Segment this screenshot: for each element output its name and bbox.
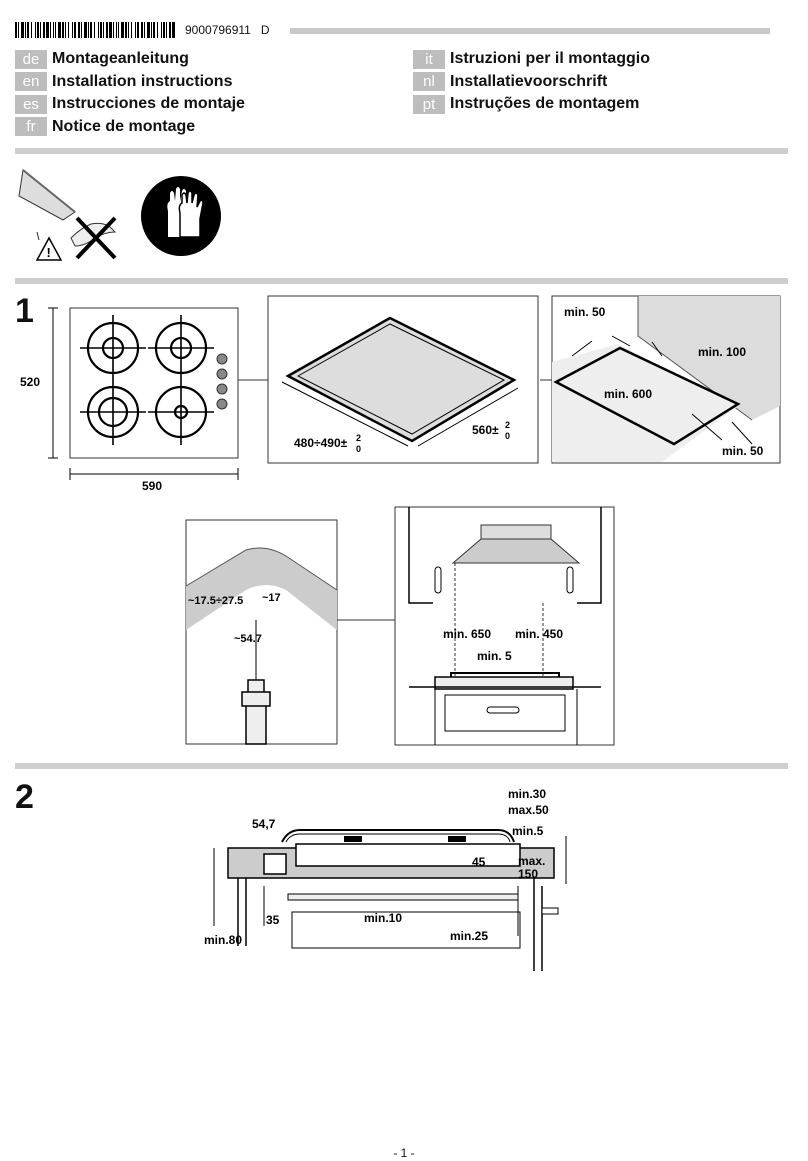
barcode	[15, 22, 175, 38]
dim-35-label: 35	[266, 913, 280, 927]
corner-a-label: ~17.5÷27.5	[188, 595, 243, 607]
dim-min80-label: min.80	[204, 933, 242, 947]
hood-clearance-diagram: min. 650 min. 450 min. 5	[394, 506, 615, 746]
svg-text:2: 2	[356, 433, 361, 443]
clearance-side-label: min. 100	[698, 345, 746, 359]
dim-max-label: max.	[518, 854, 545, 868]
section-number-1: 1	[15, 292, 34, 330]
dim-min10-label: min.10	[364, 911, 402, 925]
dim-547-label: 54,7	[252, 817, 276, 831]
divider	[15, 148, 788, 154]
hob-top-view: 520 590	[20, 307, 268, 493]
divider	[15, 763, 788, 769]
sharp-edge-warning-icon: !	[18, 169, 117, 261]
hood-min5-label: min. 5	[477, 649, 512, 663]
dim-min5-label: min.5	[512, 824, 544, 838]
hood-min650-label: min. 650	[443, 627, 491, 641]
corner-c-label: ~54.7	[234, 633, 262, 645]
installation-section-diagram: 54,7 min.30 max.50 min.5 45 max. 150 35 …	[204, 787, 567, 971]
clearance-back-label: min. 50	[564, 305, 606, 319]
corner-b-label: ~17	[262, 592, 281, 604]
svg-text:!: !	[47, 245, 51, 260]
header-bar	[290, 28, 770, 34]
section-number-2: 2	[15, 778, 34, 816]
hob-width-label: 590	[142, 479, 162, 493]
page-number: - 1 -	[393, 1146, 415, 1160]
svg-text:0: 0	[505, 431, 510, 441]
clearance-wall-label: min. 600	[604, 387, 652, 401]
cutout-depth-label: 480÷490±	[294, 436, 348, 450]
corner-detail-diagram: ~17.5÷27.5 ~17 ~54.7	[185, 519, 396, 745]
svg-text:2: 2	[505, 420, 510, 430]
dim-min25-label: min.25	[450, 929, 488, 943]
gloves-icon	[141, 176, 221, 256]
document-header: 9000796911 D	[15, 20, 795, 40]
document-number: 9000796911 D	[185, 23, 270, 37]
hob-height-label: 520	[20, 375, 40, 389]
hood-min450-label: min. 450	[515, 627, 563, 641]
dim-150-label: 150	[518, 867, 538, 881]
dim-45-label: 45	[472, 855, 486, 869]
svg-text:0: 0	[356, 444, 361, 454]
cutout-width-label: 560±	[472, 423, 499, 437]
dim-max50-label: max.50	[508, 803, 549, 817]
divider	[15, 278, 788, 284]
clearance-front-label: min. 50	[722, 444, 764, 458]
cutout-diagram: 480÷490± 2 0 560± 2 0	[267, 295, 539, 464]
dim-min30-label: min.30	[508, 787, 546, 801]
clearance-diagram: min. 50 min. 100 min. 600 min. 50	[540, 295, 781, 464]
